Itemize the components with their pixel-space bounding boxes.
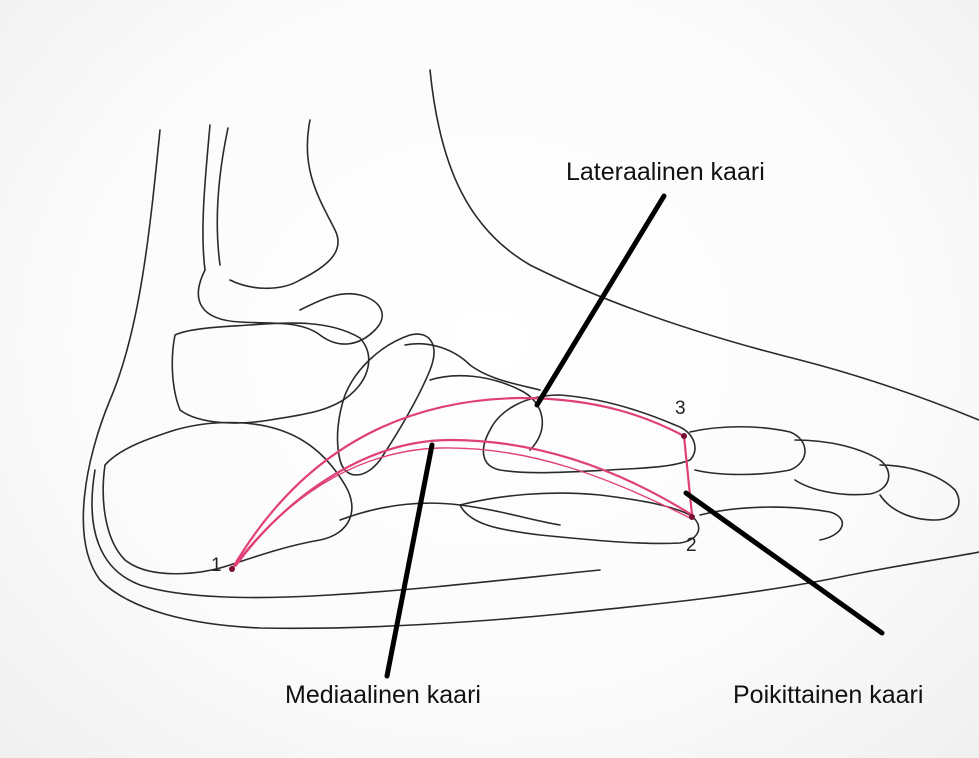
- point-1-label: 1: [211, 555, 222, 577]
- pointer-lines: [387, 196, 882, 676]
- calcaneus-bone: [103, 423, 352, 574]
- foot-outline: [83, 70, 979, 628]
- point-1-marker: [229, 566, 235, 572]
- fibula-line-2: [217, 128, 228, 265]
- metatarsal-5: [460, 493, 699, 543]
- lateral-arch-pointer: [537, 196, 664, 405]
- sole-inner-line: [92, 470, 600, 598]
- lateral-phalanx: [700, 507, 842, 540]
- medial-arch-pointer: [387, 445, 432, 676]
- point-3-marker: [681, 433, 687, 439]
- medial-arch-label: Mediaalinen kaari: [285, 681, 481, 710]
- transverse-arch-pointer: [686, 493, 882, 633]
- metatarsal-1: [483, 395, 695, 473]
- fibula-line: [203, 125, 210, 270]
- middle-phalanx: [795, 440, 889, 495]
- point-2-label: 2: [686, 535, 697, 557]
- proximal-phalanx: [690, 427, 805, 475]
- transverse-arch-label: Poikittainen kaari: [733, 681, 923, 710]
- dorsum-outline: [430, 70, 979, 420]
- talus-top: [198, 270, 382, 344]
- cuboid-line: [340, 503, 560, 525]
- navicular-bone: [338, 334, 434, 475]
- distal-phalanx: [880, 465, 959, 520]
- medial-arch-line-inner: [236, 448, 690, 566]
- point-3-label: 3: [675, 398, 686, 420]
- point-2-marker: [689, 514, 695, 520]
- talus-bone: [172, 323, 368, 423]
- tibia-outline: [230, 120, 338, 288]
- transverse-arch-line: [684, 436, 692, 515]
- lateral-arch-label: Lateraalinen kaari: [566, 158, 765, 187]
